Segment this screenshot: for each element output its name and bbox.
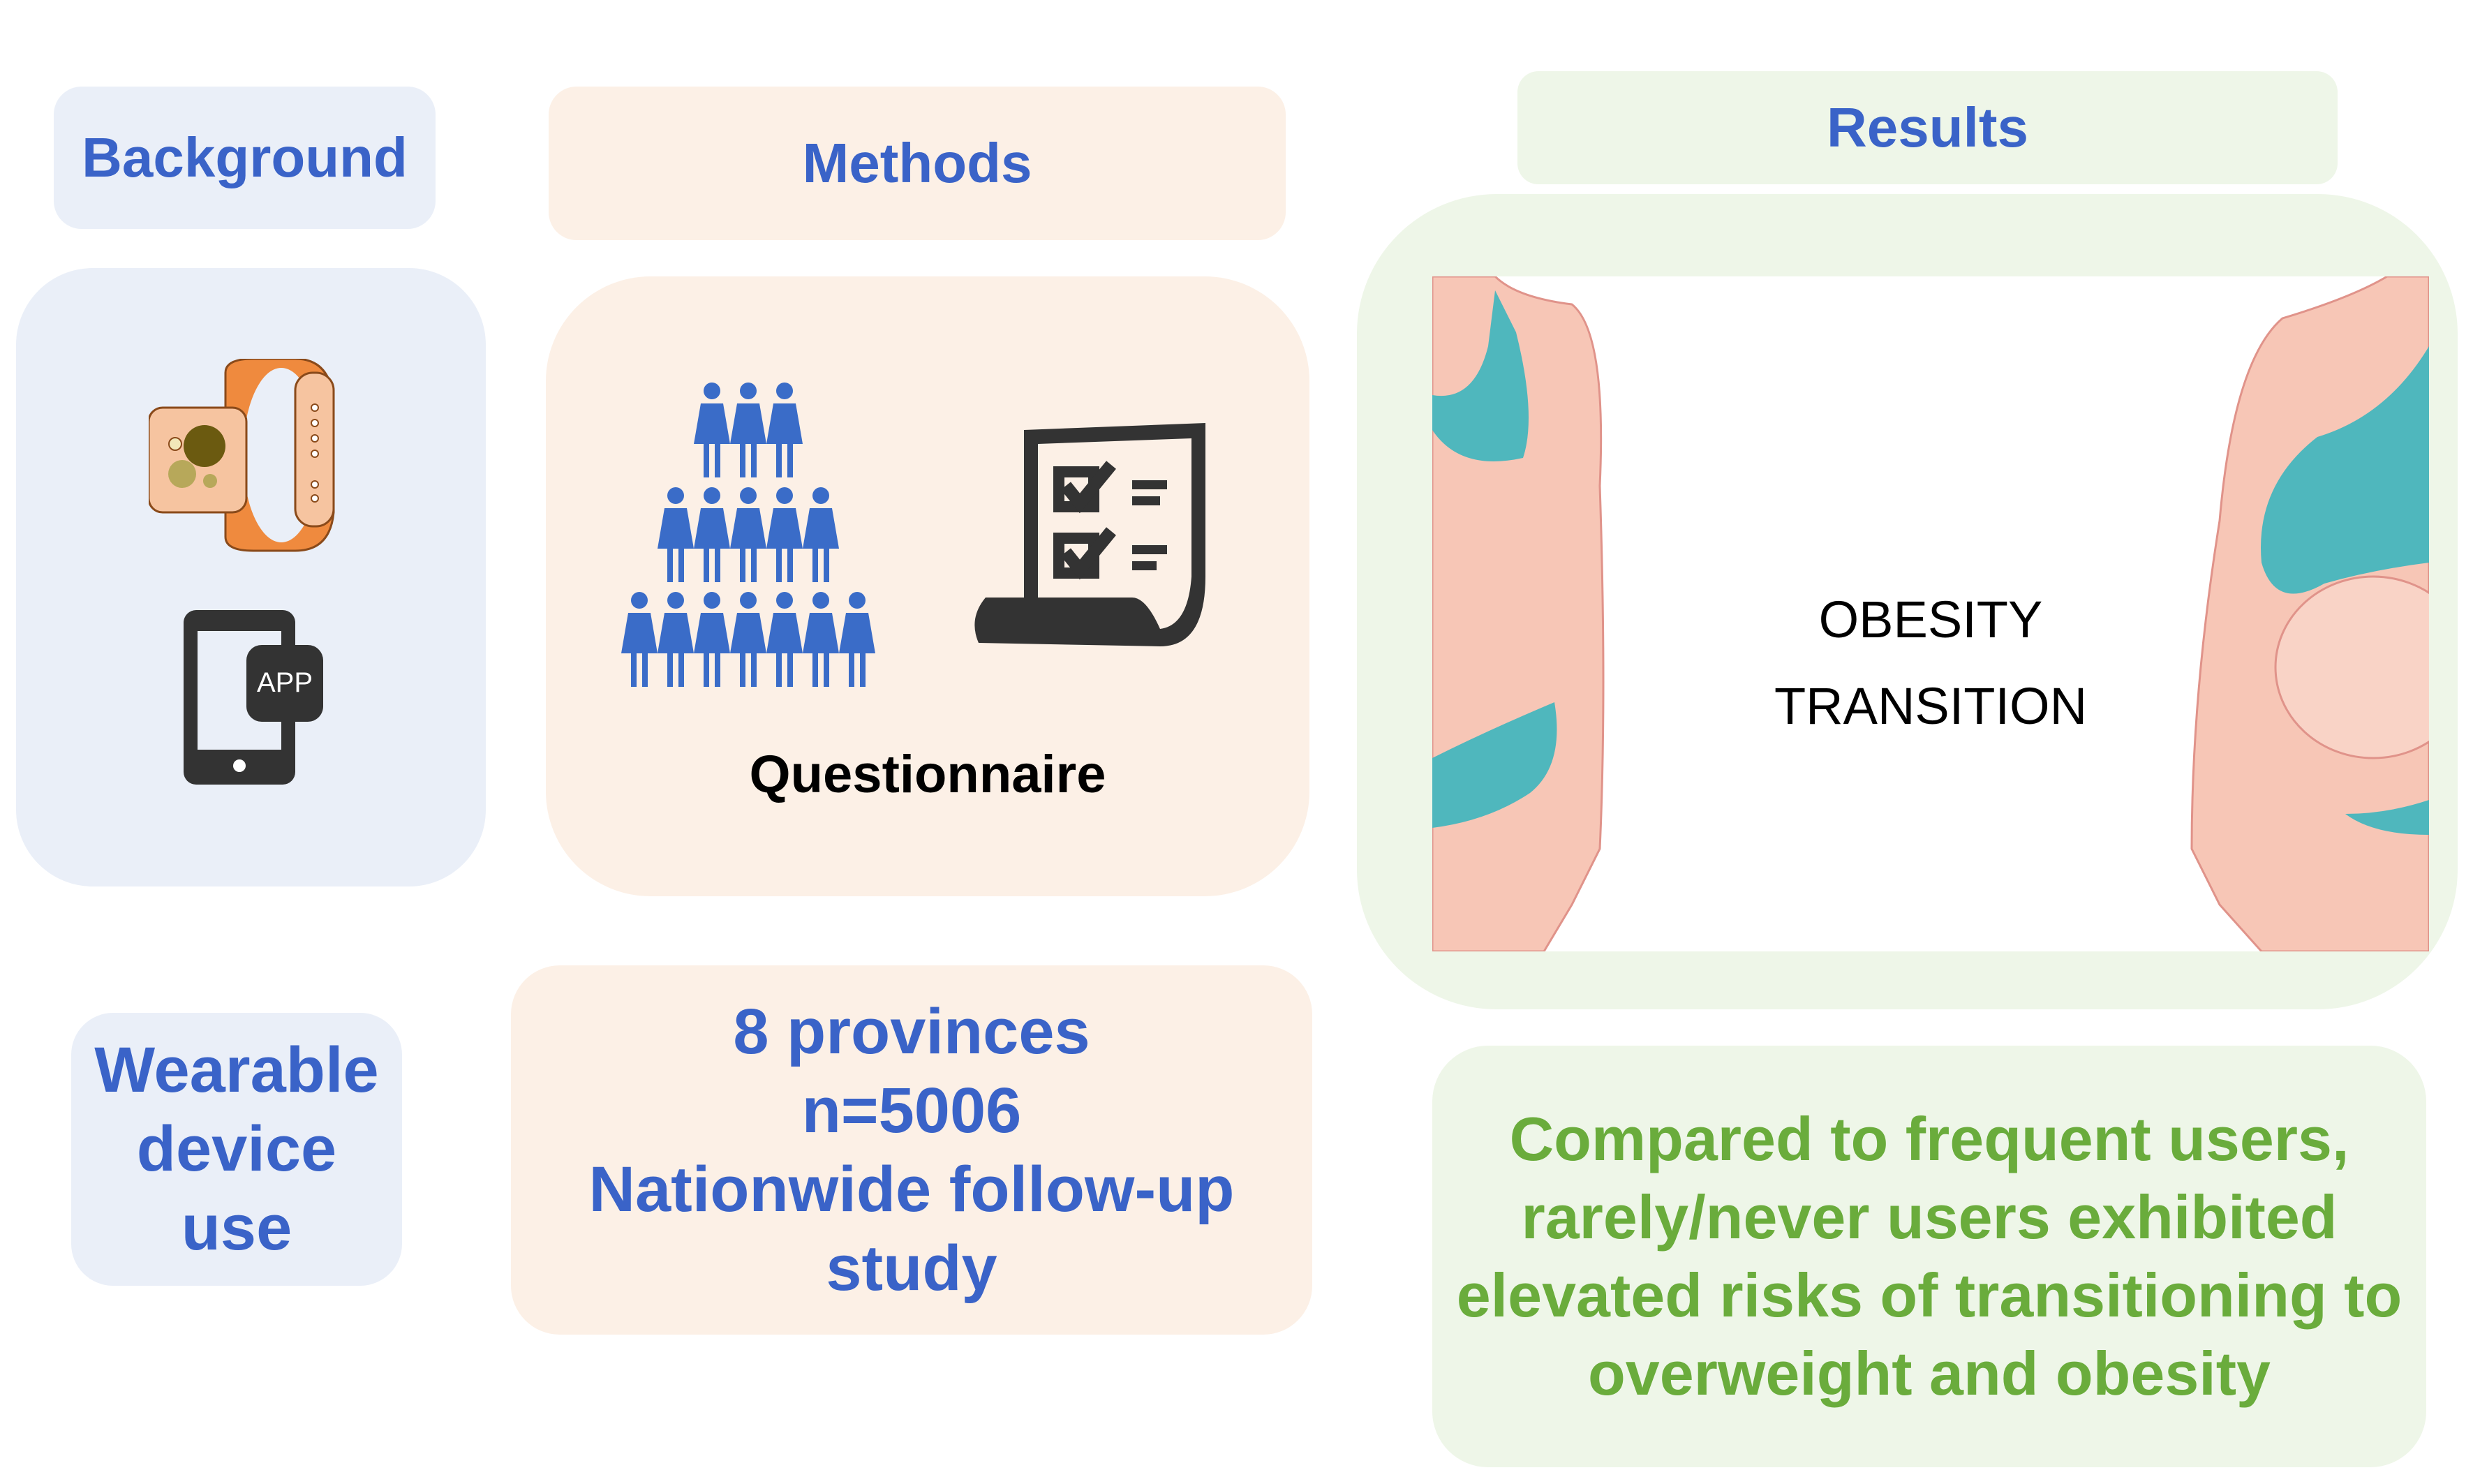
- person-figure: [803, 487, 839, 582]
- study-design-text: Nationwide follow-up study: [588, 1153, 1235, 1304]
- obesity-text: OBESITY: [1818, 591, 2043, 648]
- methods-header: Methods: [549, 87, 1286, 240]
- sample-size-text: n=5006: [801, 1074, 1022, 1146]
- questionnaire-checklist-icon: [974, 423, 1205, 646]
- results-panel: OBESITY TRANSITION: [1357, 194, 2458, 1009]
- background-panel: APP: [16, 268, 486, 886]
- person-figure: [803, 592, 839, 687]
- smartphone-app-icon: APP: [184, 610, 323, 785]
- obesity-transition-image: OBESITY TRANSITION: [1432, 276, 2429, 951]
- transition-text: TRANSITION: [1774, 677, 2088, 735]
- methods-summary: 8 provinces n=5006 Nationwide follow-up …: [511, 965, 1312, 1335]
- person-figure: [730, 592, 766, 687]
- person-figure: [658, 592, 694, 687]
- results-header: Results: [1517, 71, 2338, 184]
- background-header: Background: [54, 87, 436, 229]
- app-label: APP: [257, 667, 313, 698]
- person-figure: [839, 592, 875, 687]
- smartwatch-icon: [149, 359, 335, 552]
- person-figure: [694, 592, 730, 687]
- person-figure: [658, 487, 694, 582]
- person-figure: [694, 487, 730, 582]
- population-pyramid-icon: [621, 383, 875, 687]
- slim-body-illustration: [1432, 276, 1605, 951]
- provinces-text: 8 provinces: [733, 995, 1090, 1067]
- background-summary: Wearable device use: [71, 1013, 402, 1286]
- person-figure: [730, 487, 766, 582]
- obese-body-illustration: [2190, 276, 2429, 951]
- results-summary: Compared to frequent users, rarely/never…: [1432, 1046, 2426, 1467]
- person-figure: [766, 487, 803, 582]
- person-figure: [621, 592, 658, 687]
- person-figure: [766, 383, 803, 477]
- person-figure: [730, 383, 766, 477]
- methods-panel: Questionnaire: [546, 276, 1309, 896]
- person-figure: [694, 383, 730, 477]
- questionnaire-label: Questionnaire: [749, 745, 1106, 804]
- person-figure: [766, 592, 803, 687]
